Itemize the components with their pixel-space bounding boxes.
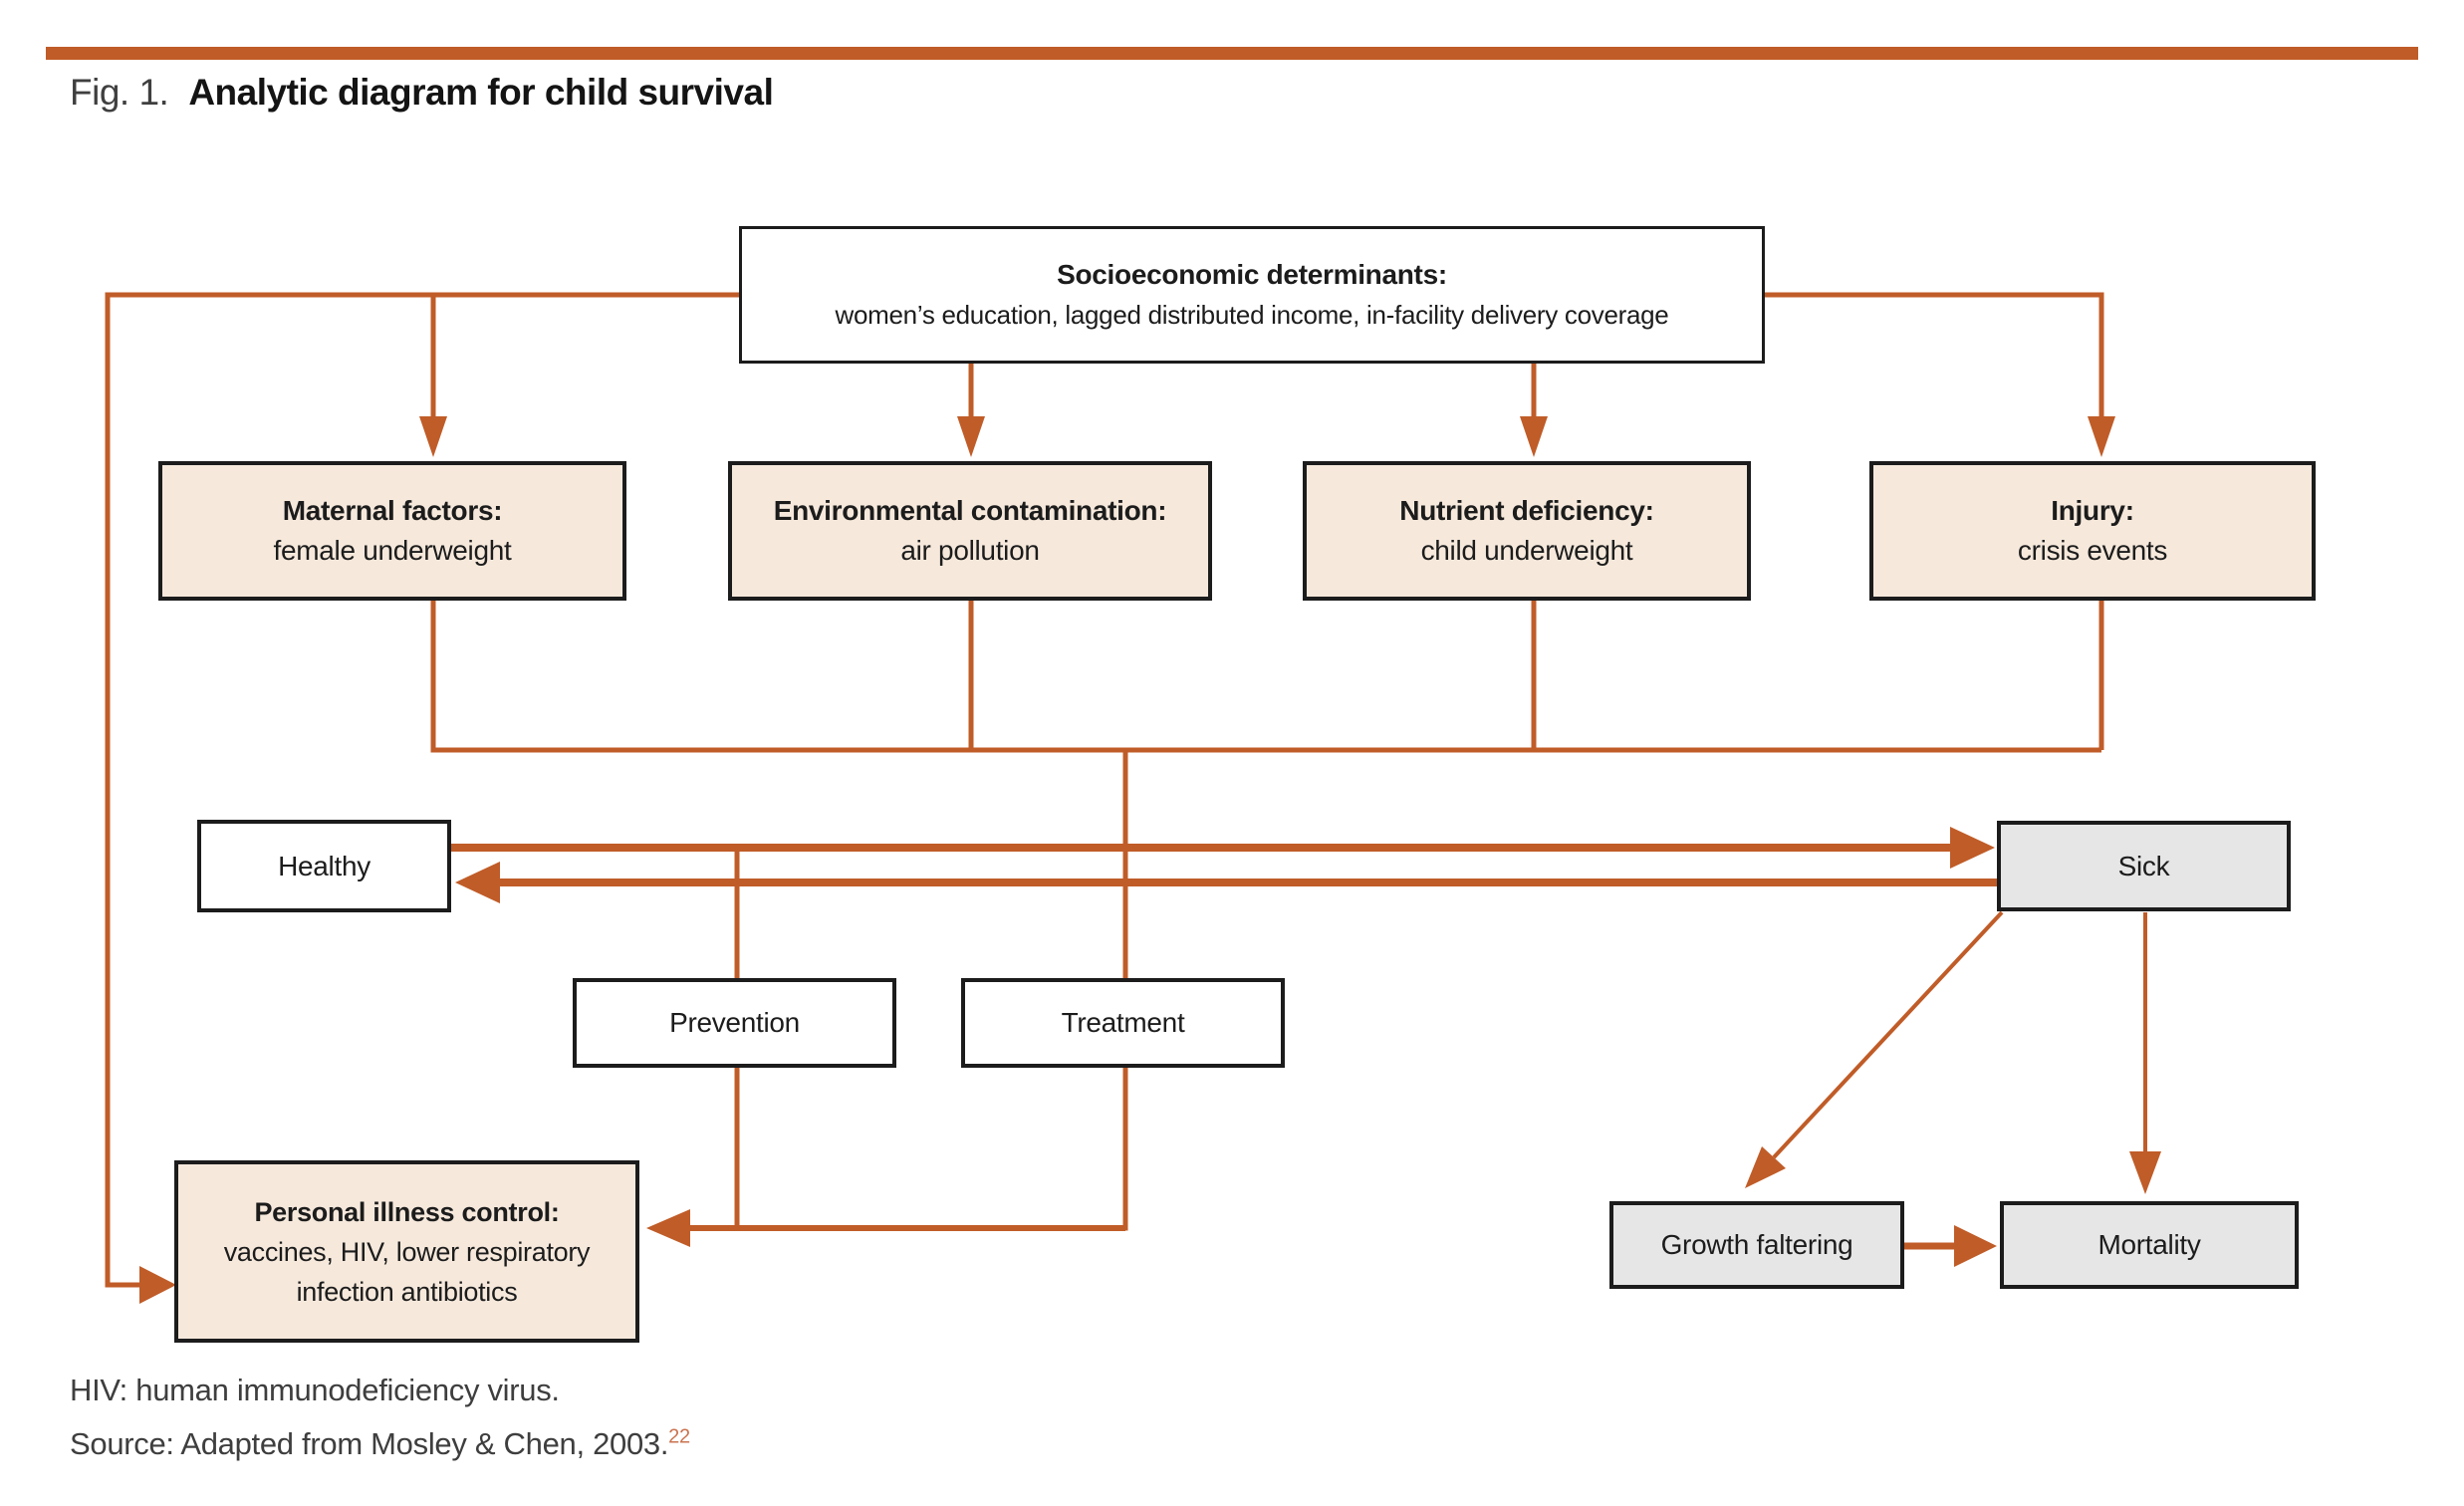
box-treatment: Treatment [961,978,1285,1068]
footnote-source-text: Source: Adapted from Mosley & Chen, 2003… [70,1426,669,1461]
box-detail: women’s education, lagged distributed in… [835,300,1669,330]
box-detail: child underweight [1420,535,1633,566]
box-detail: vaccines, HIV, lower respiratory infecti… [223,1236,591,1307]
arrow-socioeconomic-to-injury [1765,292,2115,457]
box-detail: crisis events [2017,535,2168,566]
box-detail: air pollution [900,535,1040,566]
box-detail: female underweight [273,535,512,566]
line-determinants-collector [430,601,2104,753]
box-socioeconomic-determinants: Socioeconomic determinants: women’s educ… [739,226,1765,364]
box-nutrient-deficiency: Nutrient deficiency: child underweight [1303,461,1751,601]
figure-title-text: Analytic diagram for child survival [188,72,774,113]
box-label: Treatment [1061,1007,1185,1038]
box-sick: Sick [1997,821,2291,911]
box-healthy: Healthy [197,820,451,912]
box-injury: Injury: crisis events [1869,461,2316,601]
footnote-abbreviation: HIV: human immunodeficiency virus. [70,1373,560,1407]
arrow-sick-to-growth-faltering [1745,910,2004,1188]
box-maternal-factors: Maternal factors: female underweight [158,461,626,601]
box-growth-faltering: Growth faltering [1609,1201,1904,1289]
figure-title: Fig. 1. Analytic diagram for child surviv… [70,72,774,114]
box-heading: Environmental contamination: [773,495,1167,526]
arrow-socioeconomic-to-nutrient [1520,364,1548,457]
box-label: Prevention [669,1007,800,1038]
box-environmental-contamination: Environmental contamination: air polluti… [728,461,1212,601]
arrow-socioeconomic-to-environmental [957,364,985,457]
arrow-sick-to-mortality [2129,912,2161,1194]
box-personal-illness-control: Personal illness control: vaccines, HIV,… [174,1160,639,1343]
box-heading: Socioeconomic determinants: [1057,259,1447,290]
box-mortality: Mortality [2000,1201,2299,1289]
box-heading: Nutrient deficiency: [1399,495,1654,526]
box-label: Sick [2117,850,2170,881]
box-label: Mortality [2097,1229,2201,1260]
box-heading: Personal illness control: [254,1196,560,1227]
accent-top-bar [46,47,2418,60]
box-heading: Injury: [2051,495,2134,526]
arrow-socioeconomic-to-personal-illness-control [105,292,739,1304]
arrow-sick-to-healthy [455,862,1997,903]
box-heading: Maternal factors: [282,495,503,526]
footnote-reference-mark: 22 [668,1425,690,1448]
arrow-socioeconomic-to-maternal [419,295,447,457]
box-prevention: Prevention [573,978,896,1068]
box-label: Healthy [278,850,370,881]
footnote-source: Source: Adapted from Mosley & Chen, 2003… [70,1426,690,1462]
arrow-growth-faltering-to-mortality [1904,1225,1997,1267]
box-label: Growth faltering [1660,1229,1853,1260]
arrow-junction-to-personal-illness-control [646,1209,1125,1247]
figure-number-label: Fig. 1. [70,72,169,113]
arrow-healthy-to-sick [451,827,1995,869]
